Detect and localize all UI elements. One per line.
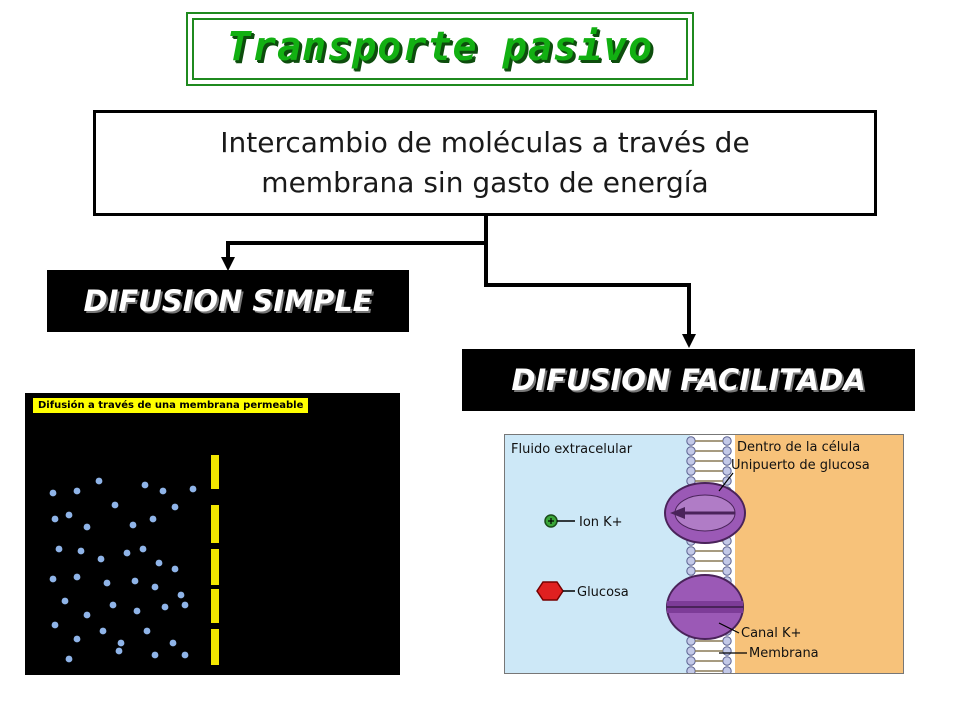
molecule	[61, 597, 69, 605]
molecule	[95, 477, 103, 485]
molecule	[73, 635, 81, 643]
molecule	[77, 547, 85, 555]
lipid-head	[722, 556, 732, 566]
glucose-icon	[536, 581, 564, 601]
molecule	[129, 521, 137, 529]
membrane-bar	[211, 455, 219, 489]
molecule	[83, 611, 91, 619]
lipid-head	[722, 646, 732, 656]
molecules	[49, 477, 197, 663]
glucose-label: Glucosa	[577, 585, 629, 600]
molecule	[171, 503, 179, 511]
molecule	[109, 601, 117, 609]
molecule	[115, 647, 123, 655]
title-banner: Transporte pasivo	[186, 12, 694, 86]
lipid-head	[722, 436, 732, 446]
lipid-head	[686, 466, 696, 476]
molecule	[83, 523, 91, 531]
molecule	[97, 555, 105, 563]
molecule	[143, 627, 151, 635]
potassium-channel	[666, 574, 744, 640]
lipid-head	[722, 636, 732, 646]
molecule	[131, 577, 139, 585]
molecule	[161, 603, 169, 611]
molecule	[103, 579, 111, 587]
lipid-head	[686, 666, 696, 676]
lipid-head	[722, 456, 732, 466]
extracellular-label: Fluido extracelular	[511, 442, 633, 457]
connector-left	[226, 241, 486, 259]
molecule	[51, 621, 59, 629]
molecule	[189, 485, 197, 493]
molecule	[133, 607, 141, 615]
molecule	[73, 487, 81, 495]
inside-cell-label: Dentro de la célula	[737, 440, 860, 455]
uniporter-label: Unipuerto de glucosa	[731, 458, 870, 473]
facilitated-diffusion-illustration: Ion K+ Glucosa Fluido extracelular Dentr…	[505, 435, 903, 676]
membrane-bar	[211, 589, 219, 623]
membrane-bar	[211, 549, 219, 585]
molecule	[151, 583, 159, 591]
membrane-bar	[211, 629, 219, 665]
molecule	[65, 655, 73, 663]
molecule	[151, 651, 159, 659]
lipid-head	[722, 656, 732, 666]
ion-label: Ion K+	[579, 515, 623, 530]
definition-text: Intercambio de moléculas a través de mem…	[220, 126, 750, 199]
molecule	[49, 575, 57, 583]
lipid-head	[686, 556, 696, 566]
molecule	[159, 487, 167, 495]
lipid-head	[686, 446, 696, 456]
molecule	[65, 511, 73, 519]
facilitated-diffusion-label: DIFUSION FACILITADA	[462, 349, 915, 411]
molecule	[49, 489, 57, 497]
lipid-head	[722, 466, 732, 476]
arrow-head-facilitated	[682, 334, 696, 348]
molecule	[149, 515, 157, 523]
molecule	[117, 639, 125, 647]
lipid-head	[722, 666, 732, 676]
molecule	[181, 601, 189, 609]
connector-trunk	[484, 216, 691, 335]
page-title: Transporte pasivo	[226, 24, 654, 70]
simple-panel-caption: Difusión a través de una membrana permea…	[33, 398, 309, 413]
lipid-head	[722, 546, 732, 556]
lipid-head	[686, 566, 696, 576]
lipid-head	[686, 456, 696, 466]
molecule	[169, 639, 177, 647]
glucose-uniporter	[664, 482, 746, 544]
molecule	[51, 515, 59, 523]
molecule	[123, 549, 131, 557]
lipid-head	[686, 656, 696, 666]
molecule	[141, 481, 149, 489]
title-inner-border	[192, 18, 688, 80]
facilitated-diffusion-panel: Ion K+ Glucosa Fluido extracelular Dentr…	[504, 434, 904, 676]
molecule	[181, 651, 189, 659]
membrane-label: Membrana	[749, 646, 819, 661]
lipid-head	[722, 446, 732, 456]
membrane-bar	[211, 505, 219, 543]
intracellular-region	[735, 435, 903, 673]
molecule	[155, 559, 163, 567]
molecule	[55, 545, 63, 553]
definition-box: Intercambio de moléculas a través de mem…	[93, 110, 877, 216]
molecule	[139, 545, 147, 553]
simple-diffusion-panel: Difusión a través de una membrana permea…	[25, 393, 400, 675]
molecule	[99, 627, 107, 635]
lipid-head	[686, 546, 696, 556]
arrow-head-simple	[221, 257, 235, 271]
molecule	[111, 501, 119, 509]
channel-label: Canal K+	[741, 626, 801, 641]
lipid-head	[722, 566, 732, 576]
lipid-head	[686, 436, 696, 446]
simple-diffusion-illustration	[49, 455, 219, 665]
simple-diffusion-label: DIFUSION SIMPLE	[47, 270, 409, 332]
molecule	[171, 565, 179, 573]
permeable-membrane	[211, 455, 219, 665]
molecule	[177, 591, 185, 599]
molecule	[73, 573, 81, 581]
extracellular-region	[505, 435, 690, 673]
lipid-head	[686, 646, 696, 656]
